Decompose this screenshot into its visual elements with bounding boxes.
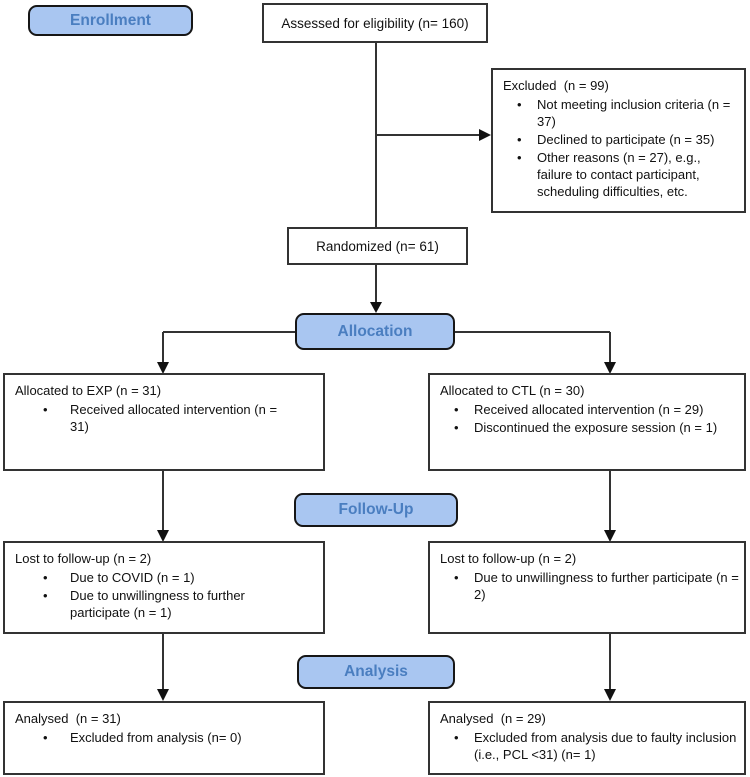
box-randomized: Randomized (n= 61) [287, 227, 468, 265]
stage-label-analysis: Analysis [297, 655, 455, 689]
arrowhead-lost-ctl [604, 530, 616, 542]
list-item: • Due to unwillingness to further partic… [43, 587, 323, 621]
bullet-text: Received allocated intervention (n = 29) [474, 402, 704, 417]
bullet-text: Excluded from analysis (n= 0) [70, 730, 242, 745]
list-item: • Discontinued the exposure session (n =… [454, 419, 744, 436]
arrowhead-excluded [479, 129, 491, 141]
bullet-text: Received allocated intervention (n = 31) [70, 402, 278, 434]
stage-label-follow-up: Follow-Up [294, 493, 458, 527]
bullet-marker: • [454, 420, 459, 435]
list-item: • Excluded from analysis (n= 0) [43, 729, 323, 746]
box-text: Assessed for eligibility (n= 160) [281, 15, 469, 31]
box-title: Lost to follow-up (n = 2) [440, 551, 577, 566]
box-lost-followup-exp: Lost to follow-up (n = 2) • Due to COVID… [3, 541, 325, 634]
bullet-marker: • [517, 97, 522, 112]
list-item: • Received allocated intervention (n = 2… [454, 401, 744, 418]
bullet-text: Discontinued the exposure session (n = 1… [474, 420, 718, 435]
bullet-text: Declined to participate (n = 35) [537, 132, 715, 147]
bullet-text: Due to unwillingness to further particip… [474, 570, 739, 602]
bullet-marker: • [454, 730, 459, 745]
list-item: • Due to COVID (n = 1) [43, 569, 323, 586]
bullet-text: Excluded from analysis due to faulty inc… [474, 730, 737, 762]
bullet-marker: • [454, 570, 459, 585]
box-text: Randomized (n= 61) [316, 238, 439, 254]
box-title: Lost to follow-up (n = 2) [15, 551, 152, 566]
box-allocated-ctl: Allocated to CTL (n = 30) • Received all… [428, 373, 746, 471]
box-title: Excluded (n = 99) [503, 78, 609, 93]
list-item: • Received allocated intervention (n = 3… [43, 401, 323, 435]
box-title: Allocated to CTL (n = 30) [440, 383, 585, 398]
bullet-marker: • [454, 402, 459, 417]
box-title: Allocated to EXP (n = 31) [15, 383, 162, 398]
box-analysed-ctl: Analysed (n = 29) • Excluded from analys… [428, 701, 746, 775]
bullet-marker: • [43, 402, 48, 417]
bullet-marker: • [43, 588, 48, 603]
box-analysed-exp: Analysed (n = 31) • Excluded from analys… [3, 701, 325, 775]
box-title: Analysed (n = 31) [15, 711, 121, 726]
bullet-marker: • [43, 730, 48, 745]
arrowhead-allocated-ctl [604, 362, 616, 374]
arrowhead-analysed-exp [157, 689, 169, 701]
bullet-text: Other reasons (n = 27), e.g., failure to… [537, 150, 701, 199]
list-item: • Excluded from analysis due to faulty i… [454, 729, 744, 763]
box-allocated-exp: Allocated to EXP (n = 31) • Received all… [3, 373, 325, 471]
arrowhead-allocation [370, 302, 382, 313]
arrowhead-analysed-ctl [604, 689, 616, 701]
arrowhead-lost-exp [157, 530, 169, 542]
box-lost-followup-ctl: Lost to follow-up (n = 2) • Due to unwil… [428, 541, 746, 634]
box-title: Analysed (n = 29) [440, 711, 546, 726]
stage-label-allocation: Allocation [295, 313, 455, 350]
stage-label-enrollment: Enrollment [28, 5, 193, 36]
bullet-marker: • [43, 570, 48, 585]
bullet-text: Due to unwillingness to further particip… [70, 588, 245, 620]
bullet-marker: • [517, 132, 522, 147]
list-item: • Other reasons (n = 27), e.g., failure … [517, 149, 744, 200]
list-item: • Declined to participate (n = 35) [517, 131, 744, 148]
list-item: • Due to unwillingness to further partic… [454, 569, 744, 603]
list-item: • Not meeting inclusion criteria (n = 37… [517, 96, 744, 130]
bullet-marker: • [517, 150, 522, 165]
box-assessed-eligibility: Assessed for eligibility (n= 160) [262, 3, 488, 43]
bullet-text: Due to COVID (n = 1) [70, 570, 195, 585]
bullet-text: Not meeting inclusion criteria (n = 37) [537, 97, 731, 129]
arrowhead-allocated-exp [157, 362, 169, 374]
box-excluded: Excluded (n = 99) • Not meeting inclusio… [491, 68, 746, 213]
